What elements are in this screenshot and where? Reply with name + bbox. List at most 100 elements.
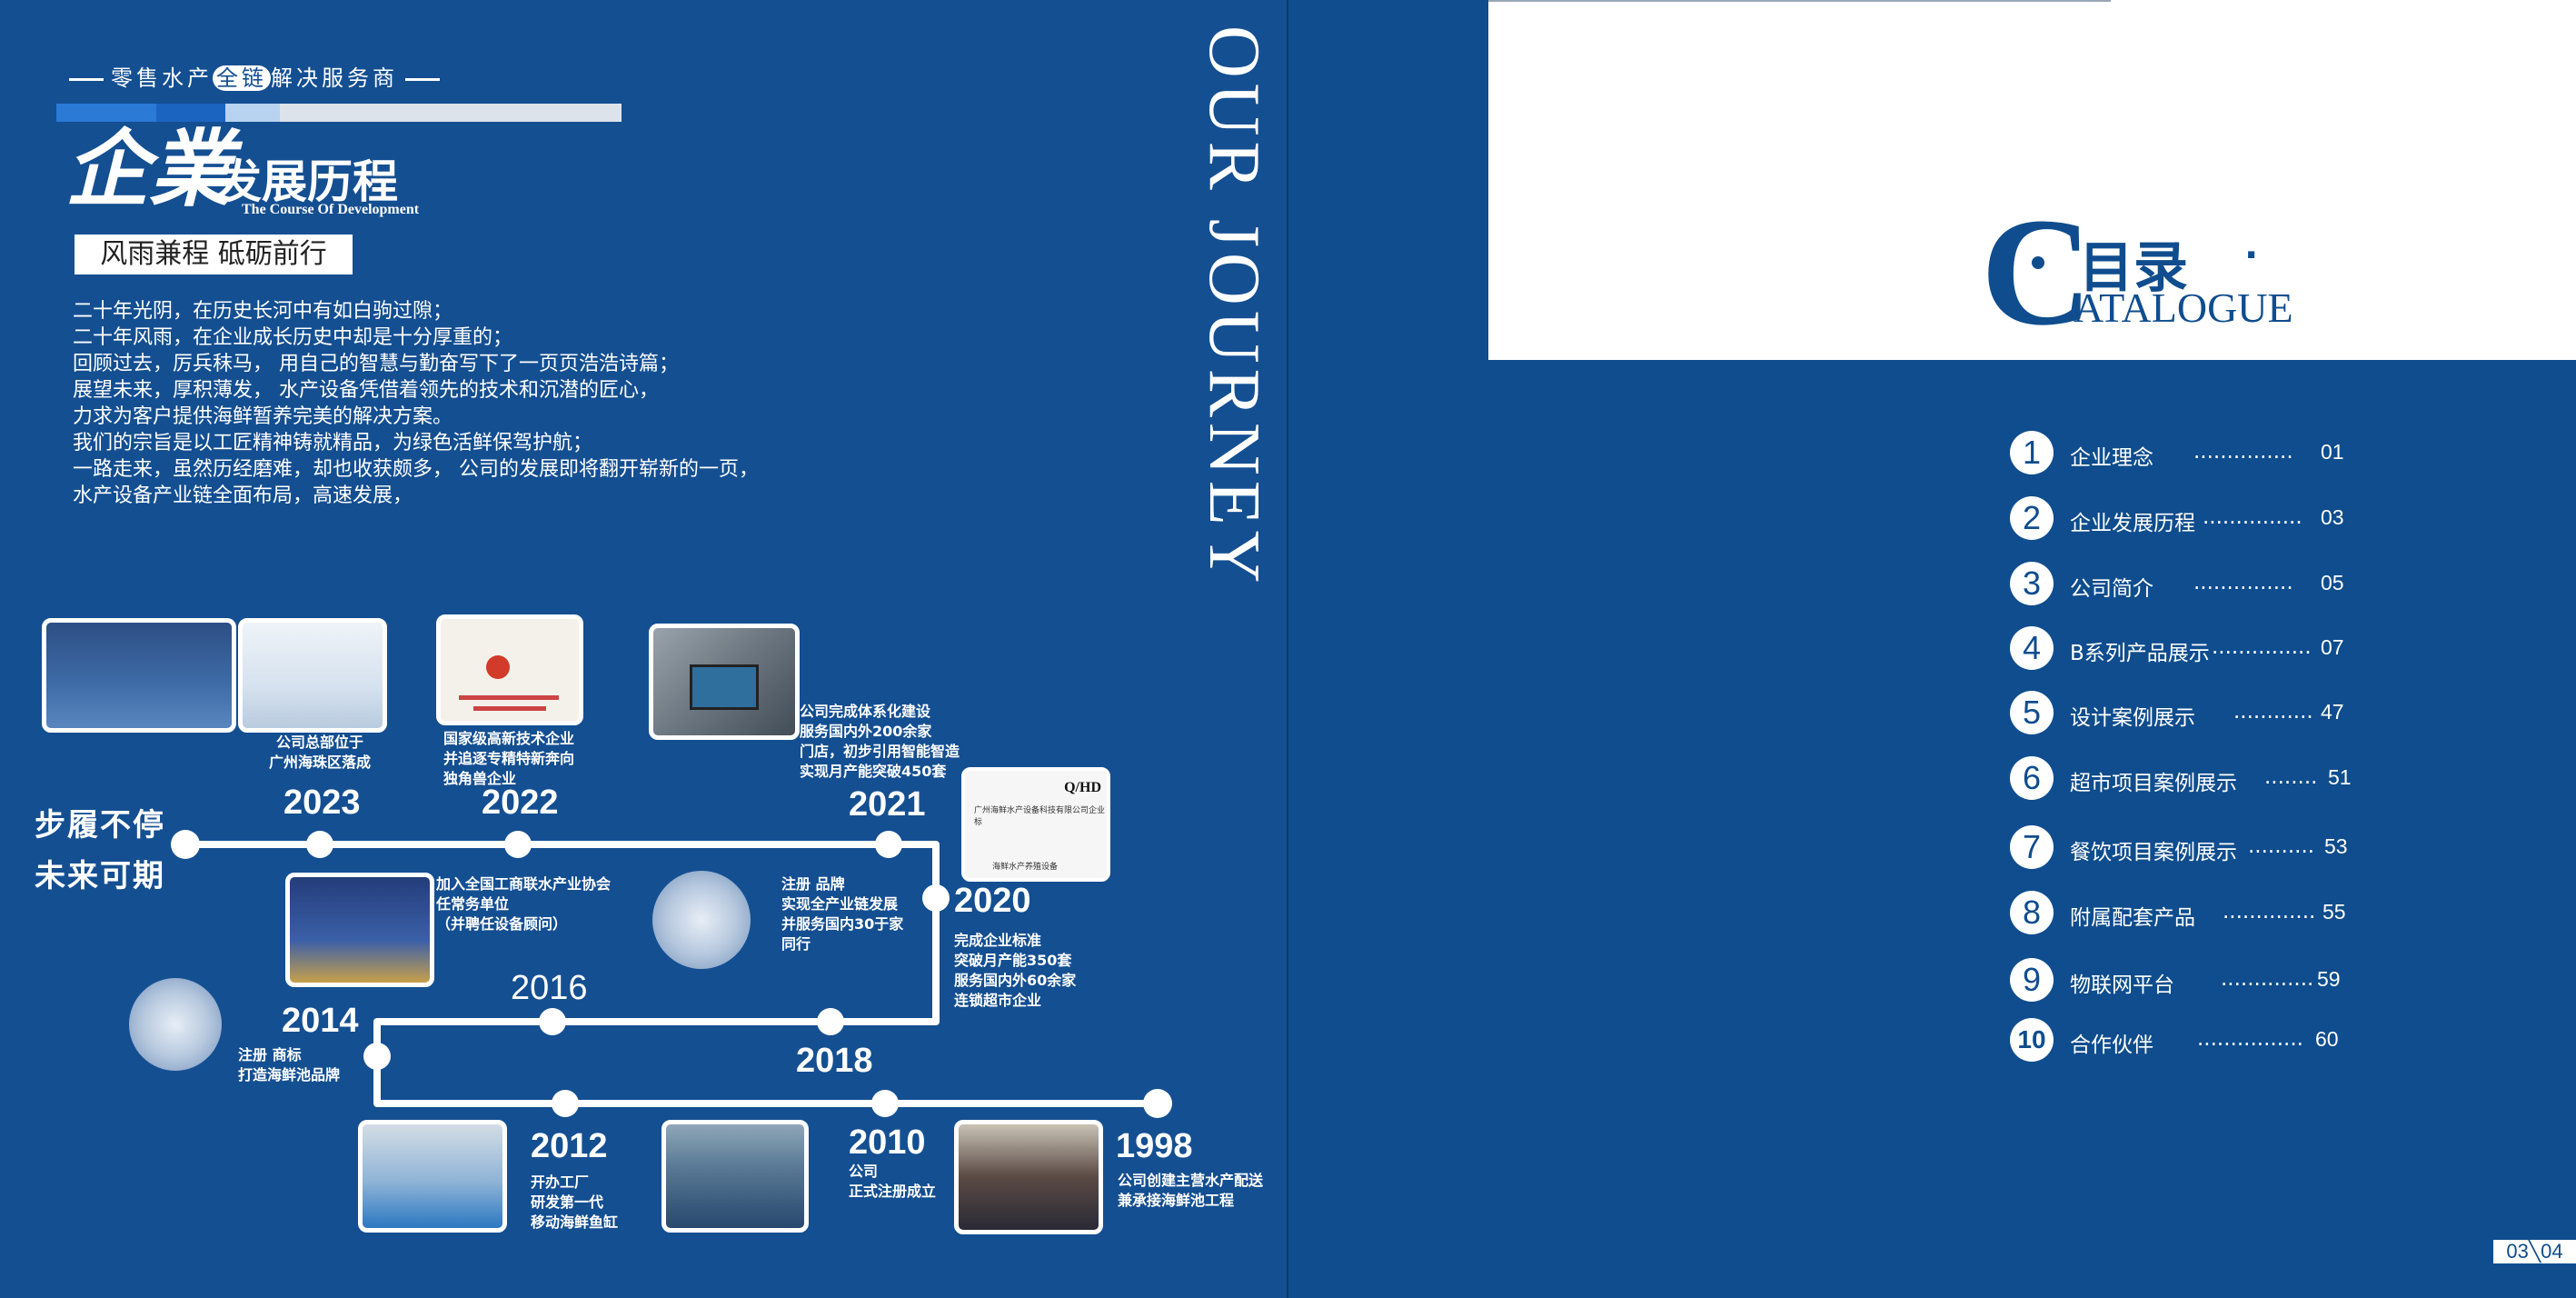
- toc-leader: ............: [2233, 700, 2313, 724]
- year-1998: 1998: [1116, 1127, 1193, 1165]
- toc-page: 55: [2322, 900, 2346, 924]
- note-line: 公司完成体系化建设: [800, 703, 931, 720]
- catalogue-dot-icon: [2032, 256, 2044, 269]
- blurred-logo: [129, 978, 222, 1071]
- photo-certificate: [436, 614, 583, 725]
- top-divider-line: [1488, 0, 2111, 2]
- milestone-note-2014: 注册 商标 打造海鲜池品牌: [238, 1045, 340, 1085]
- toc-item[interactable]: 7 餐饮项目案例展示 .......... 53: [2010, 825, 2355, 871]
- toc-label: 超市项目案例展示: [2070, 772, 2237, 795]
- note-line: 服务国内外60余家: [954, 972, 1077, 989]
- note-line: 完成企业标准: [954, 932, 1042, 949]
- toc-label: 企业发展历程: [2070, 512, 2195, 535]
- note-line: 服务国内外200余家: [800, 723, 932, 740]
- toc-label: B系列产品展示: [2070, 642, 2210, 665]
- intro-line: 回顾过去，厉兵秣马， 用自己的智慧与勤奋写下了一页页浩浩诗篇；: [73, 353, 679, 375]
- year-2014: 2014: [282, 1002, 359, 1040]
- timeline-node-2021: [875, 831, 902, 858]
- milestone-note-2012: 开办工厂 研发第一代 移动海鲜鱼缸: [531, 1173, 618, 1233]
- timeline-node-2022: [504, 831, 532, 858]
- year-2021: 2021: [849, 785, 926, 824]
- toc-leader: ...............: [2212, 635, 2312, 659]
- toc-item[interactable]: 8 附属配套产品 .............. 55: [2010, 891, 2355, 936]
- toc-number: 5: [2010, 691, 2054, 734]
- milestone-note-2020: 完成企业标准 突破月产能350套 服务国内外60余家 连锁超市企业: [954, 931, 1076, 1011]
- toc-leader: ........: [2264, 765, 2318, 789]
- note-line: 广州海珠区落成: [269, 754, 372, 771]
- note-line: 任常务单位: [436, 895, 510, 913]
- toc-number: 10: [2010, 1018, 2054, 1062]
- year-2023: 2023: [283, 784, 361, 822]
- color-bar-segment: [225, 104, 280, 122]
- note-line: 兼承接海鲜池工程: [1118, 1192, 1235, 1209]
- intro-line: 展望未来，厚积薄发， 水产设备凭借着领先的技术和沉潜的匠心，: [73, 379, 659, 402]
- toc-item[interactable]: 1 企业理念 ............... 01: [2010, 431, 2355, 476]
- toc-leader: ..............: [2221, 967, 2314, 991]
- page-spine: [1287, 0, 1288, 1298]
- toc-leader: ..........: [2248, 834, 2315, 858]
- photo-factory-shop: [358, 1120, 507, 1233]
- intro-paragraph: 二十年光阴，在历史长河中有如白驹过隙； 二十年风雨，在企业成长历史中却是十分厚重…: [73, 298, 759, 509]
- note-line: 并追逐专精特新奔向: [443, 750, 575, 767]
- slogan-line-1: 步履不停: [35, 807, 165, 844]
- timeline-node-2016: [539, 1008, 566, 1035]
- note-line: 加入全国工商联水产业协会: [436, 875, 612, 893]
- note-line: 连锁超市企业: [954, 992, 1042, 1009]
- note-line: 同行: [781, 935, 811, 953]
- photo-first-office: [661, 1120, 809, 1233]
- doc-code: Q/HD: [1064, 780, 1101, 795]
- photo-team-group: [42, 618, 236, 733]
- tagline-dash-left: [69, 78, 104, 81]
- color-bar-segment: [56, 104, 156, 122]
- toc-label: 公司简介: [2070, 577, 2153, 601]
- timeline-node-2020: [922, 884, 950, 912]
- timeline-node-2014: [363, 1043, 391, 1070]
- toc-item[interactable]: 9 物联网平台 .............. 59: [2010, 958, 2355, 1003]
- page-title: 发展历程: [216, 155, 398, 208]
- catalogue-header-panel: [1488, 0, 2576, 360]
- toc-label: 设计案例展示: [2070, 706, 2195, 730]
- tagline-dash-right: [405, 78, 440, 81]
- year-2012: 2012: [531, 1127, 608, 1165]
- toc-item[interactable]: 6 超市项目案例展示 ........ 51: [2010, 756, 2355, 802]
- note-line: 并服务国内30于家: [781, 915, 904, 933]
- toc-number: 4: [2010, 626, 2054, 670]
- intro-line: 二十年风雨，在企业成长历史中却是十分厚重的；: [73, 326, 513, 349]
- year-2016: 2016: [511, 969, 588, 1007]
- milestone-note-1998: 公司创建主营水产配送 兼承接海鲜池工程: [1118, 1171, 1263, 1211]
- toc-item[interactable]: 5 设计案例展示 ............ 47: [2010, 691, 2355, 736]
- timeline-node-start: [171, 830, 200, 859]
- timeline-node-2012: [552, 1090, 579, 1117]
- toc-page: 03: [2321, 505, 2344, 529]
- color-bar-segment: [280, 104, 622, 122]
- toc-label: 附属配套产品: [2070, 906, 2195, 930]
- milestone-note-brand: 注册 品牌 实现全产业链发展 并服务国内30于家 同行: [781, 874, 903, 954]
- toc-item[interactable]: 3 公司简介 ............... 05: [2010, 562, 2355, 607]
- toc-page: 59: [2317, 967, 2341, 991]
- year-2020: 2020: [954, 882, 1031, 920]
- toc-label: 合作伙伴: [2070, 1033, 2153, 1057]
- page-number: 03╲04: [2493, 1240, 2576, 1263]
- doc-line: 海鲜水产养殖设备: [992, 863, 1059, 872]
- toc-item[interactable]: 2 企业发展历程 ............... 03: [2010, 496, 2355, 542]
- note-line: 开办工厂: [531, 1173, 590, 1191]
- photo-standard-document: Q/HD 广州海鲜水产设备科技有限公司企业标 海鲜水产养殖设备: [961, 767, 1110, 882]
- doc-line: 广州海鲜水产设备科技有限公司企业标: [974, 806, 1106, 827]
- intro-line: 力求为客户提供海鲜暂养完美的解决方案。: [73, 405, 453, 428]
- toc-page: 07: [2321, 635, 2344, 659]
- note-line: 实现月产能突破450套: [800, 763, 947, 780]
- toc-label: 企业理念: [2070, 446, 2153, 470]
- toc-number: 7: [2010, 825, 2054, 869]
- toc-item[interactable]: 10 合作伙伴 ................ 60: [2010, 1018, 2355, 1063]
- note-line: 正式注册成立: [849, 1183, 937, 1200]
- toc-item[interactable]: 4 B系列产品展示 ............... 07: [2010, 626, 2355, 672]
- toc-label: 物联网平台: [2070, 974, 2174, 997]
- note-line: 注册 商标: [238, 1046, 302, 1063]
- toc-page: 60: [2315, 1027, 2339, 1051]
- note-line: 实现全产业链发展: [781, 895, 899, 913]
- milestone-note-2023: 公司总部位于 广州海珠区落成: [269, 733, 371, 773]
- catalogue-title-cn: 目录: [2079, 236, 2188, 300]
- toc-leader: ...............: [2193, 440, 2293, 464]
- note-line: 移动海鲜鱼缸: [531, 1213, 619, 1231]
- note-line: 公司创建主营水产配送: [1118, 1172, 1264, 1189]
